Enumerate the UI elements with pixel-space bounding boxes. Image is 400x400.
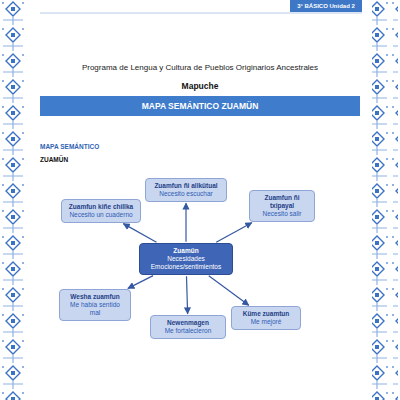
border-pattern: [372, 0, 398, 400]
node-heading: Zuamfun ñi allkütual: [150, 182, 222, 190]
central-concept: ZuamünNecesidades Emociones/sentimientos: [139, 243, 233, 275]
node-text: Necesito salir: [254, 210, 310, 218]
emotion-box: Küme zuamtunMe mejoré: [231, 306, 301, 330]
node-heading: Zuamfun ñi txipayal: [254, 194, 310, 210]
emotion-box: Wesha zuamfunMe había sentido mal: [59, 289, 131, 321]
node-heading: Küme zuamtun: [236, 310, 296, 318]
need-box: Zuamfun ñi txipayalNecesito salir: [249, 190, 315, 222]
need-box: Zuamfun ñi allkütualNecesito escuchar: [145, 178, 227, 202]
title-band: [40, 96, 360, 116]
people-heading: Mapuche: [182, 81, 219, 91]
header-rule: [40, 13, 362, 14]
border-pattern: [2, 0, 28, 400]
emotion-box: NewenmagenMe fortalecieron: [150, 315, 226, 339]
arrow-connector: [185, 203, 186, 242]
need-box: Zuamfun kiñe chillkaNecesito un cuaderno: [61, 199, 141, 223]
node-text: Necesidades Emociones/sentimientos: [144, 255, 228, 271]
node-text: Necesito un cuaderno: [66, 211, 136, 219]
arrow-connector: [128, 276, 153, 289]
section-heading: MAPA SEMÁNTICO: [40, 143, 99, 150]
node-text: Me mejoré: [236, 318, 296, 326]
node-text: Me fortalecieron: [155, 327, 221, 335]
node-text: Necesito escuchar: [150, 190, 222, 198]
arrow-connector: [187, 276, 188, 314]
program-heading: Programa de Lengua y Cultura de Pueblos …: [82, 63, 318, 72]
node-heading: Newenmagen: [155, 319, 221, 327]
unit-tab-label: 3° BÁSICO Unidad 2: [297, 3, 355, 9]
arrow-connector: [216, 223, 252, 243]
arrow-connector: [123, 224, 156, 243]
node-heading: Zuamün: [144, 247, 228, 255]
node-heading: Zuamfun kiñe chillka: [66, 203, 136, 211]
diagram-title: MAPA SEMÁNTICO ZUAMÜN: [142, 101, 259, 111]
arrow-connector: [209, 276, 249, 306]
section-subheading: ZUAMÜN: [40, 156, 68, 163]
node-text: Me había sentido mal: [64, 301, 126, 317]
node-heading: Wesha zuamfun: [64, 293, 126, 301]
unit-tab: [290, 0, 362, 12]
